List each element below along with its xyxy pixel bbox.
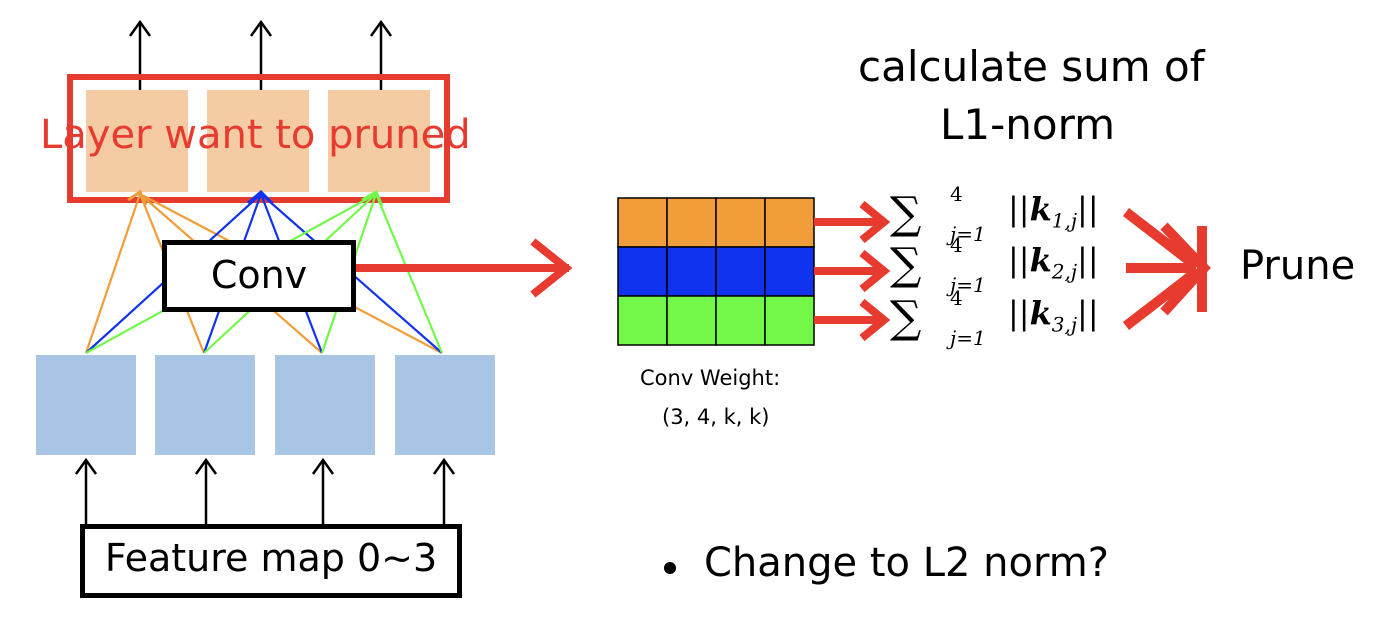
blue-arrowhead: [247, 189, 274, 205]
formula-index: 3,j: [1051, 312, 1078, 337]
formula-sup: 4: [950, 233, 963, 257]
input-node: [275, 355, 375, 455]
formula-kernel: k: [1029, 294, 1052, 332]
formula-kernel: k: [1029, 241, 1052, 279]
orange-arrowhead: [127, 189, 148, 206]
input-node: [155, 355, 255, 455]
output-arrow-head: [249, 19, 273, 37]
row-to-formula-arrows: [814, 200, 891, 342]
formula-body: ||k1,j||: [1008, 190, 1099, 233]
input-node: [36, 355, 136, 455]
feature-map-label: Feature map 0~3: [104, 536, 438, 580]
formula-sup: 4: [950, 286, 963, 310]
output-arrow-head: [369, 19, 393, 37]
input-node: [395, 355, 495, 455]
formula-body: ||k2,j||: [1008, 241, 1099, 284]
feature-map-box: Feature map 0~3: [80, 524, 462, 598]
formula-body: ||k3,j||: [1008, 294, 1099, 337]
input-arrows: [74, 457, 456, 524]
prune-label: Prune: [1240, 243, 1356, 289]
sum-symbol: ∑: [890, 292, 922, 343]
sum-symbol: ∑: [890, 188, 922, 239]
formula-sub: j=1: [950, 326, 986, 350]
formula-sub: j=1: [950, 273, 986, 297]
formula-sub: j=1: [950, 222, 986, 246]
green-arrowhead: [361, 189, 384, 207]
conv-to-weight-arrow: [348, 238, 573, 298]
formula-row-2: ∑ 4 j=1 ||k2,j||: [890, 233, 1099, 297]
bullet-text: Change to L2 norm?: [704, 540, 1109, 586]
output-node: [86, 90, 188, 192]
formula-row-3: ∑ 4 j=1 ||k3,j||: [890, 286, 1099, 350]
formula-row-1: ∑ 4 j=1 ||k1,j||: [890, 182, 1099, 246]
formula-index: 2,j: [1051, 259, 1078, 284]
formula-sup: 4: [950, 182, 963, 206]
output-node: [207, 90, 309, 192]
weight-caption-2: (3, 4, k, k): [662, 405, 770, 429]
conv-box: Conv: [162, 240, 356, 312]
title-line-2: L1-norm: [940, 100, 1116, 149]
output-node: [328, 90, 430, 192]
formula-index: 1,j: [1051, 208, 1078, 233]
formula-kernel: k: [1029, 190, 1052, 228]
bullet-dot: [664, 562, 676, 574]
conv-weight-grid: [617, 197, 815, 346]
pruned-layer-label: Layer want to pruned: [40, 112, 471, 158]
sum-symbol: ∑: [890, 239, 922, 290]
weight-caption-1: Conv Weight:: [640, 366, 781, 390]
formula-to-prune-arrows: [1122, 208, 1211, 330]
output-arrow-head: [128, 19, 152, 37]
title-line-1: calculate sum of: [858, 42, 1205, 91]
conv-label: Conv: [210, 253, 308, 297]
